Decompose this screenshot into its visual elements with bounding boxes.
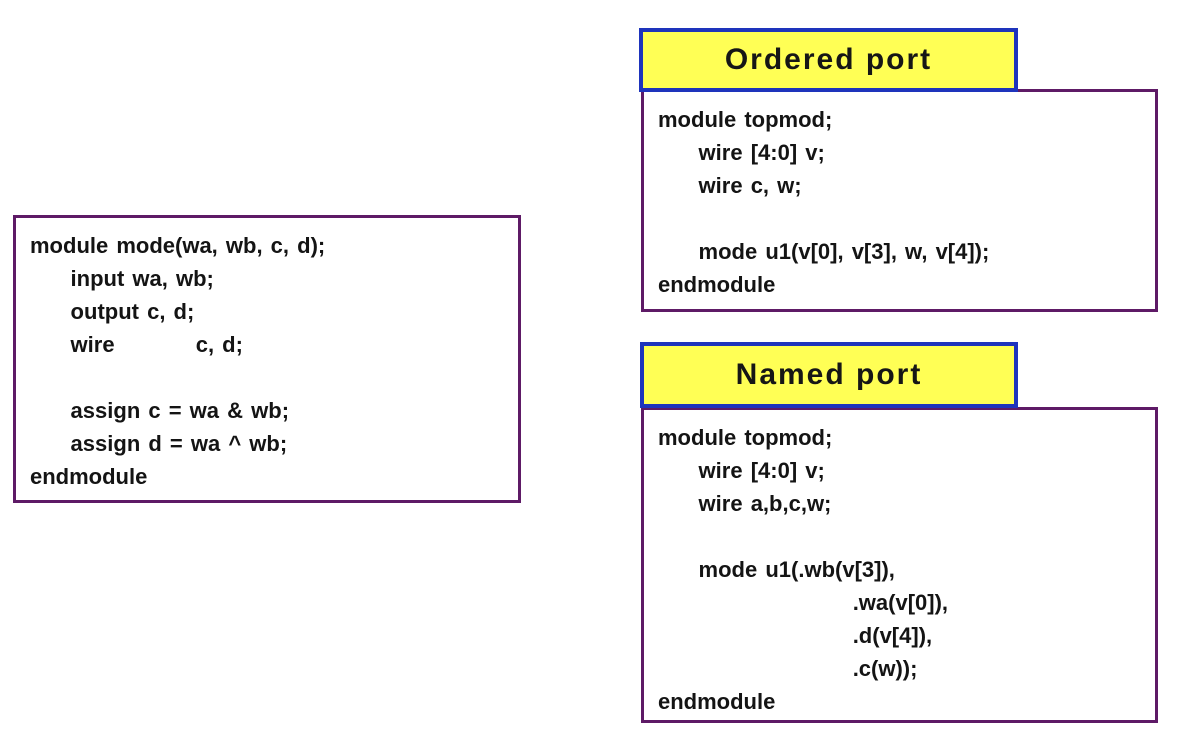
code-line: wire a,b,c,w; [658, 491, 832, 516]
code-line [658, 520, 1149, 553]
code-line: .wa(v[0]), [658, 590, 949, 615]
named-port-code: module topmod; wire [4:0] v; wire a,b,c,… [644, 410, 1155, 718]
code-line [30, 361, 512, 394]
code-line [658, 202, 1149, 235]
code-line: assign c = wa & wb; [30, 398, 290, 423]
module-definition-box: module mode(wa, wb, c, d); input wa, wb;… [13, 215, 521, 503]
ordered-port-code-box: module topmod; wire [4:0] v; wire c, w; … [641, 89, 1158, 312]
code-line: module mode(wa, wb, c, d); [30, 233, 326, 258]
code-line: output c, d; [30, 299, 195, 324]
ordered-port-tab: Ordered port [639, 28, 1018, 92]
module-definition-code: module mode(wa, wb, c, d); input wa, wb;… [16, 218, 518, 493]
code-line: input wa, wb; [30, 266, 214, 291]
code-line: module topmod; [658, 107, 833, 132]
named-port-title: Named port [735, 358, 923, 391]
code-line: mode u1(v[0], v[3], w, v[4]); [658, 239, 990, 264]
code-line: endmodule [658, 272, 776, 297]
code-line: .c(w)); [658, 656, 918, 681]
code-line: mode u1(.wb(v[3]), [658, 557, 895, 582]
ordered-port-code: module topmod; wire [4:0] v; wire c, w; … [644, 92, 1155, 301]
named-port-code-box: module topmod; wire [4:0] v; wire a,b,c,… [641, 407, 1158, 723]
code-line: wire c, d; [30, 332, 243, 357]
code-line: module topmod; [658, 425, 833, 450]
code-line: wire c, w; [658, 173, 802, 198]
code-line: wire [4:0] v; [658, 140, 825, 165]
ordered-port-title: Ordered port [724, 43, 933, 76]
code-line: endmodule [30, 464, 148, 489]
code-line: .d(v[4]), [658, 623, 933, 648]
code-line: wire [4:0] v; [658, 458, 825, 483]
named-port-tab: Named port [640, 342, 1018, 408]
code-line: endmodule [658, 689, 776, 714]
code-line: assign d = wa ^ wb; [30, 431, 288, 456]
